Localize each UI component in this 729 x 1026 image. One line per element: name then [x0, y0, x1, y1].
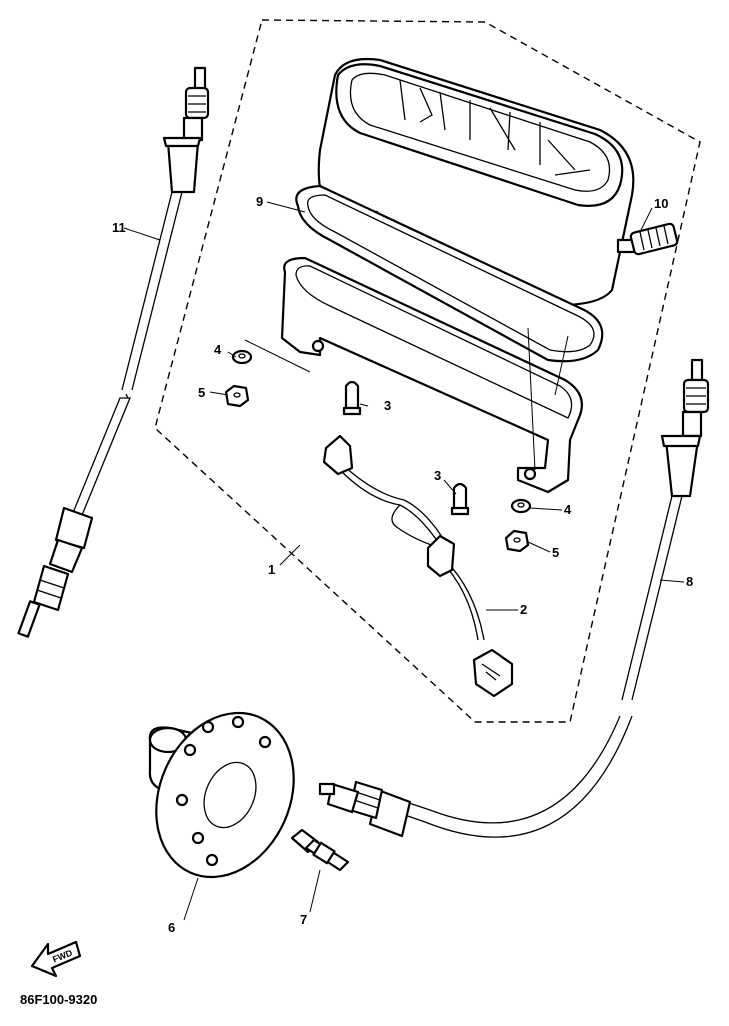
meter-gear-unit: [148, 711, 295, 879]
drive-pin: [290, 828, 350, 872]
bracket-hole-right: [523, 467, 537, 481]
trip-reset-knob: [616, 222, 679, 256]
callout-5-left: 5: [198, 385, 205, 400]
diagram-code: 86F100-9320: [20, 992, 97, 1007]
harness-connector: [472, 648, 514, 698]
callout-3-upper: 3: [384, 398, 391, 413]
cable-upper-left: [17, 66, 210, 638]
nut-right: [504, 529, 530, 553]
callout-4-right: 4: [564, 502, 572, 517]
bracket-hole-left: [311, 339, 325, 353]
callout-5-right: 5: [552, 545, 559, 560]
gasket: [295, 184, 604, 363]
harness-socket-upper: [322, 434, 354, 476]
assembly-line: [244, 327, 569, 471]
callout-11: 7: [300, 912, 307, 927]
bulb-lower: [450, 482, 470, 516]
bulb-upper: [342, 380, 362, 416]
leader-lines: [123, 201, 685, 921]
callout-8: 8: [686, 574, 693, 589]
callout-1: 1: [268, 562, 275, 577]
washer-right: [510, 498, 532, 514]
callout-10: 6: [168, 920, 175, 935]
nut-left: [224, 384, 250, 408]
fwd-arrow-icon: [30, 940, 82, 978]
washer-left: [231, 349, 253, 365]
callout-4-left: 4: [214, 342, 222, 357]
callout-2: 2: [520, 602, 527, 617]
callout-9: 11: [112, 220, 126, 235]
callout-7: 10: [654, 196, 668, 211]
wire-harness: [322, 434, 514, 698]
harness-socket-lower: [426, 534, 456, 578]
callout-6: 9: [256, 194, 263, 209]
cable-right: [318, 358, 710, 838]
fwd-arrow: FWD: [30, 940, 82, 978]
callout-3-lower: 3: [434, 468, 441, 483]
meter-bracket: [280, 256, 583, 494]
